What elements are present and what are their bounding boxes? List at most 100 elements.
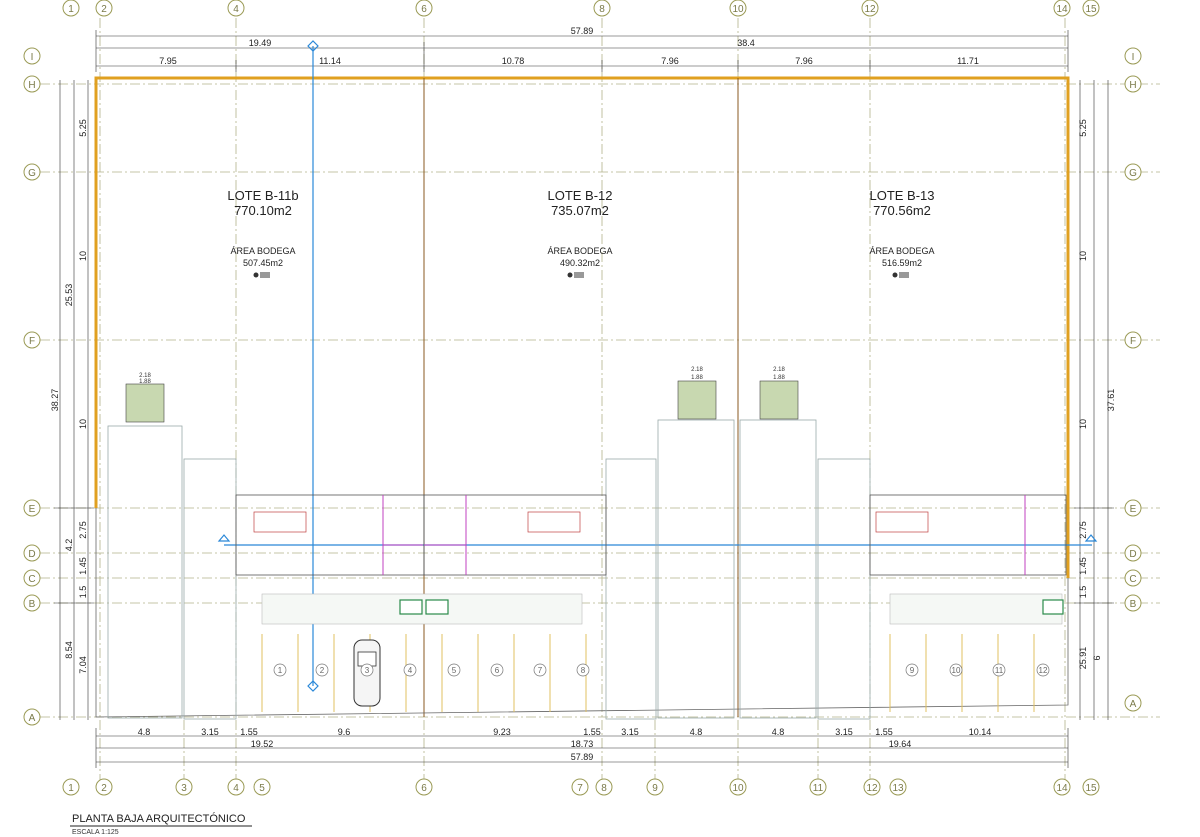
dim-bottom-segment: 9.23 xyxy=(493,727,511,737)
tower-dim: 1.88 xyxy=(691,375,703,381)
lot-area: 770.10m2 xyxy=(234,203,292,218)
dim-top-segment: 7.95 xyxy=(159,56,177,66)
grid-bubbles-sides xyxy=(23,47,1142,726)
dim-top-segment: 38.4 xyxy=(737,38,755,48)
grid-label-right: I xyxy=(1132,52,1135,63)
transformer xyxy=(399,599,1064,615)
dim-top-total: 57.89 xyxy=(571,26,594,36)
stall-number: 12 xyxy=(1039,666,1048,675)
level-markers xyxy=(253,272,909,278)
stall-number: 7 xyxy=(538,666,543,675)
grid-label-top: 15 xyxy=(1085,4,1097,15)
grid-bubbles-top xyxy=(62,0,1100,17)
utility-line xyxy=(217,40,1098,692)
office-blocks xyxy=(235,494,1067,576)
lot-name: LOTE B-13 xyxy=(869,188,934,203)
grid-label-bottom: 3 xyxy=(181,783,187,794)
dim-left-segment: 10 xyxy=(78,419,88,429)
stall-number: 3 xyxy=(365,666,370,675)
grid-label-right: H xyxy=(1129,80,1136,91)
grid-label-left: G xyxy=(28,168,36,179)
grid-label-right: G xyxy=(1129,168,1137,179)
dim-bottom-segment: 3.15 xyxy=(201,727,219,737)
dim-right-segment: 5.25 xyxy=(1078,119,1088,137)
lot-name: LOTE B-11b xyxy=(227,188,298,203)
grid-label-left: F xyxy=(29,336,35,347)
bodega-area: 507.45m2 xyxy=(243,258,283,268)
lot-name: LOTE B-12 xyxy=(547,188,612,203)
grid-label-bottom: 10 xyxy=(732,783,744,794)
grid-label-right: A xyxy=(1130,699,1137,710)
grid-label-bottom: 2 xyxy=(101,783,107,794)
dim-top-segment: 7.96 xyxy=(795,56,813,66)
dim-bottom-subtotal: 18.73 xyxy=(571,739,594,749)
grid-label-right: E xyxy=(1130,504,1137,515)
dim-bottom-segment: 9.6 xyxy=(338,727,351,737)
grid-label-top: 14 xyxy=(1056,4,1068,15)
grid-label-left: B xyxy=(29,599,36,610)
dim-right-segment: 25.91 xyxy=(1078,647,1088,670)
landscape-strip xyxy=(261,593,1063,625)
tower-dim: 2.18 xyxy=(773,367,785,373)
dim-left-segment: 2.75 xyxy=(78,521,88,539)
grid-label-left: H xyxy=(28,80,35,91)
dim-right-segment: 2.75 xyxy=(1078,521,1088,539)
grid-label-left: D xyxy=(28,549,35,560)
bodega-label: ÁREA BODEGA xyxy=(547,246,612,256)
grid-label-right: F xyxy=(1130,336,1136,347)
grid-label-right: D xyxy=(1129,549,1136,560)
stall-number: 6 xyxy=(495,666,500,675)
dim-left-segment: 1.45 xyxy=(78,557,88,575)
stall-number: 5 xyxy=(452,666,457,675)
dim-bottom-segment: 3.15 xyxy=(621,727,639,737)
grid-label-top: 8 xyxy=(599,4,605,15)
title-block: PLANTA BAJA ARQUITECTÓNICO ESCALA 1:125 xyxy=(70,812,252,836)
grid-label-bottom: 4 xyxy=(233,783,239,794)
grid-label-top: 6 xyxy=(421,4,427,15)
dim-left-segment: 5.25 xyxy=(78,119,88,137)
dim-left-segment: 25.53 xyxy=(64,284,74,307)
grid-label-left: I xyxy=(31,52,34,63)
lot-area: 770.56m2 xyxy=(873,203,931,218)
dim-bottom-segment: 1.55 xyxy=(583,727,601,737)
stall-number: 1 xyxy=(278,666,283,675)
top-dimension-lines xyxy=(95,30,1069,72)
dim-left-segment: 4.2 xyxy=(64,539,74,552)
tower-dim: 1.88 xyxy=(139,379,151,385)
partitions xyxy=(382,495,1026,575)
dim-right-segment: 10 xyxy=(1078,251,1088,261)
grid-label-top: 2 xyxy=(101,4,107,15)
dim-right-segment: 1.45 xyxy=(1078,557,1088,575)
tower-dim: 1.88 xyxy=(773,375,785,381)
stall-number: 8 xyxy=(581,666,586,675)
grid-label-bottom: 5 xyxy=(259,783,265,794)
dim-left-segment: 1.5 xyxy=(78,586,88,599)
grid-label-bottom: 14 xyxy=(1056,783,1068,794)
stall-number-circles xyxy=(273,663,1050,677)
grid-label-left: C xyxy=(28,574,35,585)
truck-bays xyxy=(107,419,871,720)
dim-bottom-subtotal: 19.64 xyxy=(889,739,912,749)
grid-label-bottom: 1 xyxy=(68,783,74,794)
dim-right-segment: 6 xyxy=(1092,655,1102,660)
dim-left-segment: 8.54 xyxy=(64,641,74,659)
grid-label-bottom: 15 xyxy=(1085,783,1097,794)
grid-label-top: 12 xyxy=(864,4,876,15)
right-dimension-lines xyxy=(1074,80,1114,720)
bodega-area: 516.59m2 xyxy=(882,258,922,268)
bodega-label: ÁREA BODEGA xyxy=(869,246,934,256)
dim-top-segment: 11.71 xyxy=(957,56,979,66)
grid-bubbles-bottom xyxy=(62,778,1100,796)
dim-bottom-subtotal: 19.52 xyxy=(251,739,274,749)
dim-bottom-segment: 1.55 xyxy=(240,727,258,737)
grid-label-left: E xyxy=(29,504,36,515)
grid-label-bottom: 8 xyxy=(601,783,607,794)
grid-label-bottom: 9 xyxy=(652,783,658,794)
stall-number: 11 xyxy=(995,666,1004,675)
grid-label-right: B xyxy=(1130,599,1137,610)
bodega-label: ÁREA BODEGA xyxy=(230,246,295,256)
dim-top-segment: 11.14 xyxy=(319,56,341,66)
grid-label-bottom: 13 xyxy=(892,783,904,794)
bottom-dimension-lines xyxy=(95,728,1069,768)
